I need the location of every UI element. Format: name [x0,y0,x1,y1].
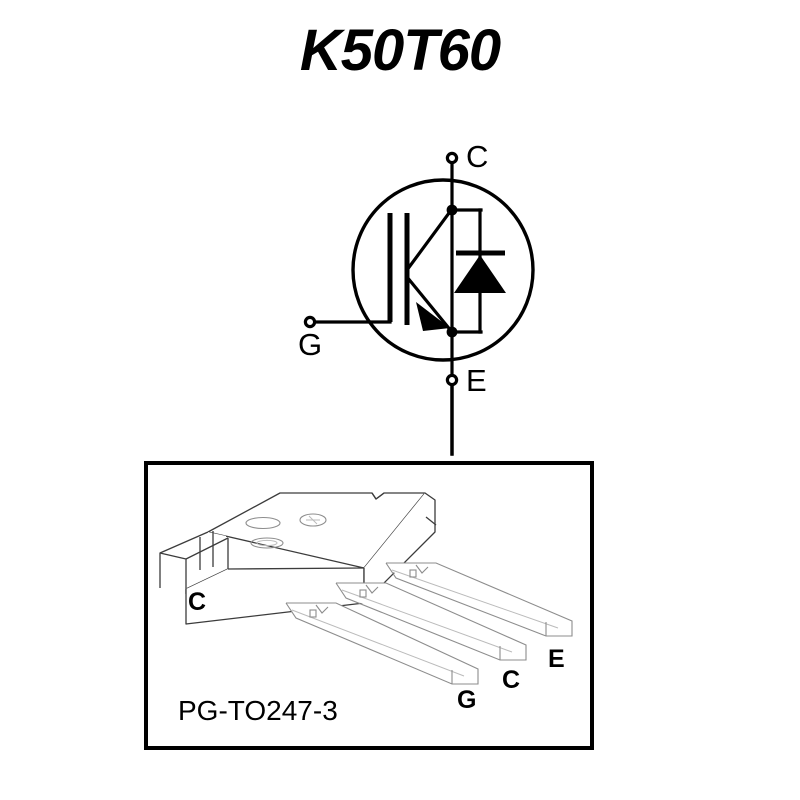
collector-slant-wire [404,206,455,273]
lead-e-nick [409,569,417,578]
body-right-step [425,516,437,526]
body-front-top-edge [227,567,365,570]
package-panel-border [144,461,594,750]
symbol-svg: C G E [298,139,535,456]
collector-terminal-dot[interactable] [445,151,459,165]
lead-c-outline [335,582,527,661]
emitter-terminal-dot[interactable] [445,373,459,387]
lead-c-nick [359,589,367,598]
emitter-arrowhead [416,302,450,331]
package-pin-label-c: C [502,666,520,694]
page-title: K50T60 [299,18,501,83]
emitter-terminal-label: E [466,363,487,398]
gate-terminal-dot[interactable] [303,315,317,329]
lead-c-center-line [341,589,513,653]
body-front-face-fill [186,568,364,624]
collector-junction-dot [446,204,458,216]
schematic-symbol: C G E [270,125,550,456]
lead-c-kink-mark [365,584,379,594]
lead-e-kink-mark [415,564,429,574]
body-marking-oval-2-inner [256,539,278,547]
body-left-step-top [185,537,229,560]
body-marking-oval-1 [245,516,281,530]
lead-g-center-line [291,609,465,677]
body-top-face-fill [208,493,425,567]
emitter-junction-dot [446,326,458,338]
collector-terminal-label: C [466,139,488,174]
body-right-face-fill [364,493,435,603]
package-name-label: PG-TO247-3 [178,695,338,726]
mounting-hole-ellipse [299,513,327,527]
symbol-envelope-circle [351,178,535,362]
emitter-slant-wire [404,274,455,335]
lead-g-kink-mark [315,604,329,614]
lead-e-outline [385,562,573,637]
package-pin-label-e: E [548,645,565,673]
gate-terminal-label: G [298,327,322,362]
package-svg: C G C E PG-TO247-3 [144,461,594,750]
lead-e-center-line [391,569,559,629]
package-drawing-panel: C G C E PG-TO247-3 [140,455,600,755]
package-pin-label-g: G [457,686,476,714]
body-marking-oval-2 [250,537,284,549]
package-tab-label-c: C [188,588,206,616]
body-top-notch [371,492,385,500]
diode-anode-triangle [454,255,506,293]
mounting-hole-cross-d [308,515,318,525]
lead-g-nick [309,609,317,618]
lead-g-outline [285,602,479,685]
